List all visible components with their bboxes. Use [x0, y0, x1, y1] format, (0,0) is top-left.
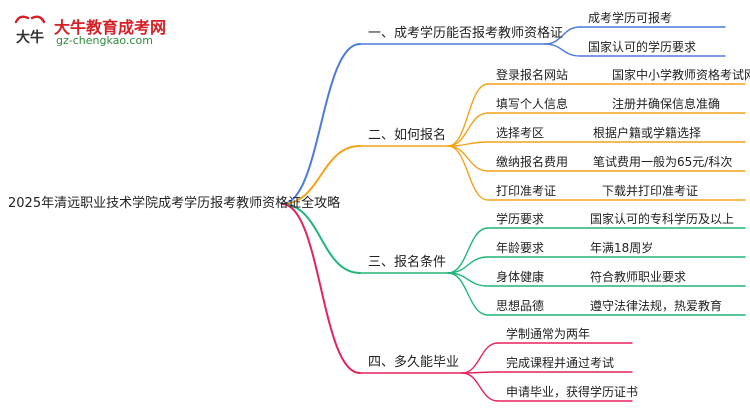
branch-3-item-4-connector [447, 272, 489, 316]
branch-2-detail-3: 根据户籍或学籍选择 [593, 126, 702, 140]
branch-3-detail-3: 符合教师职业要求 [590, 270, 687, 284]
branch-1-item-2-connector [544, 43, 581, 57]
branch-3-item-3: 身体健康 [496, 270, 545, 284]
branch-3-label: 三、报名条件 [368, 255, 447, 270]
branch-2-detail-1: 国家中小学教师资格考试网 [612, 68, 750, 82]
branch-4-label: 四、多久能毕业 [368, 355, 460, 370]
branch-2-item-5-connector [447, 145, 489, 201]
branch-2-item-1: 登录报名网站 [496, 68, 569, 82]
branch-2-connector [281, 145, 361, 205]
branch-1-item-2: 国家认可的学历要求 [588, 40, 697, 54]
branch-3-detail-1: 国家认可的专科学历及以上 [590, 212, 735, 226]
logo-url: gz-chengkao.com [56, 34, 153, 47]
branch-2-item-1-connector [447, 83, 489, 147]
branch-2-detail-2: 注册并确保信息准确 [612, 97, 721, 111]
branch-2-item-2-connector [447, 112, 489, 147]
branch-2-item-3: 选择考区 [496, 126, 545, 140]
branch-3-item-4: 思想品德 [496, 299, 545, 313]
branch-2-item-4-connector [447, 145, 489, 172]
svg-text:大牛: 大牛 [16, 29, 44, 46]
branch-1-label: 一、成考学历能否报考教师资格证 [368, 26, 564, 41]
logo-title: 大牛教育成考网 [54, 18, 167, 37]
branch-3-detail-4: 遵守法律法规，热爱教育 [590, 299, 723, 313]
branch-2-detail-5: 下载并打印准考证 [602, 184, 699, 198]
branch-3-item-1-connector [447, 227, 489, 274]
branch-4-connector [281, 203, 361, 374]
site-logo[interactable]: 大牛 大牛教育成考网 gz-chengkao.com [10, 12, 170, 52]
branch-3-item-1: 学历要求 [496, 212, 545, 226]
branch-3-item-2-connector [447, 256, 489, 274]
branch-4-item-1-connector [461, 342, 499, 374]
branch-4-item-3-connector [461, 372, 499, 402]
logo-ox-icon: 大牛 [14, 15, 46, 46]
branch-1-connector [281, 43, 361, 205]
branch-3-detail-2: 年满18周岁 [590, 241, 654, 255]
branch-3-item-2: 年龄要求 [496, 241, 545, 255]
branch-3-connector [281, 203, 361, 274]
branch-1-item-1-connector [544, 26, 581, 45]
branch-2-item-4: 缴纳报名费用 [496, 155, 569, 169]
branch-2-detail-4: 笔试费用一般为65元/科次 [593, 155, 733, 169]
branch-4-item-3: 申请毕业，获得学历证书 [506, 385, 639, 399]
branch-2-item-5: 打印准考证 [496, 184, 557, 198]
branch-2-item-2: 填写个人信息 [496, 97, 569, 111]
branch-4-item-1: 学制通常为两年 [506, 327, 591, 341]
branch-4-item-2: 完成课程并通过考试 [506, 356, 615, 370]
branch-2-label: 二、如何报名 [368, 128, 447, 143]
root-topic: 2025年清远职业技术学院成考学历报考教师资格证全攻略 [8, 196, 341, 211]
branch-1-item-1: 成考学历可报考 [588, 11, 673, 25]
